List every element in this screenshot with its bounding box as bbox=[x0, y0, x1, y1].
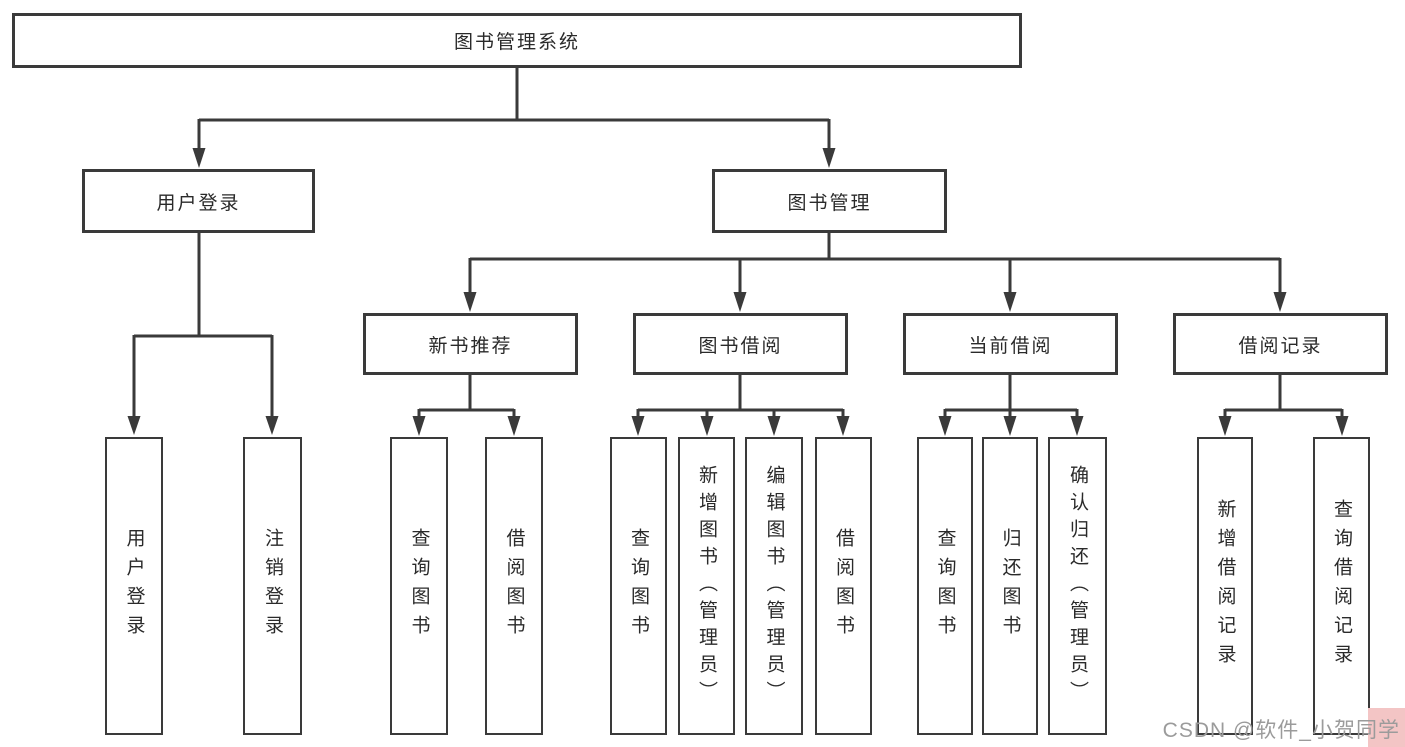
leaf-current-confirm-return-admin-label: 确认归还（管理员） bbox=[1067, 464, 1088, 708]
leaf-recommend-query-book: 查询图书 bbox=[390, 437, 448, 735]
leaf-records-add-record: 新增借阅记录 bbox=[1197, 437, 1253, 735]
leaf-current-return-book: 归还图书 bbox=[982, 437, 1038, 735]
node-book-borrow: 图书借阅 bbox=[633, 313, 848, 375]
leaf-records-query-record: 查询借阅记录 bbox=[1313, 437, 1370, 735]
node-book-borrow-label: 图书借阅 bbox=[698, 335, 783, 357]
watermark-highlight bbox=[1368, 708, 1405, 747]
leaf-borrow-query-book-label: 查询图书 bbox=[628, 528, 649, 644]
leaf-borrow-borrow-book-label: 借阅图书 bbox=[833, 528, 854, 644]
leaf-records-add-record-label: 新增借阅记录 bbox=[1214, 499, 1236, 673]
leaf-borrow-edit-book-admin: 编辑图书（管理员） bbox=[745, 437, 803, 735]
leaf-borrow-add-book-admin: 新增图书（管理员） bbox=[678, 437, 735, 735]
leaf-borrow-edit-book-admin-label: 编辑图书（管理员） bbox=[763, 464, 785, 708]
leaf-recommend-borrow-book-label: 借阅图书 bbox=[503, 528, 525, 644]
leaf-current-query-book-label: 查询图书 bbox=[934, 528, 956, 644]
node-borrow-records: 借阅记录 bbox=[1173, 313, 1388, 375]
leaf-current-return-book-label: 归还图书 bbox=[999, 528, 1021, 644]
node-current-borrow-label: 当前借阅 bbox=[968, 335, 1053, 357]
leaf-user-login-label: 用户登录 bbox=[123, 528, 145, 644]
leaf-current-confirm-return-admin: 确认归还（管理员） bbox=[1048, 437, 1107, 735]
leaf-records-query-record-label: 查询借阅记录 bbox=[1331, 499, 1352, 673]
leaf-borrow-add-book-admin-label: 新增图书（管理员） bbox=[696, 464, 717, 708]
leaf-current-query-book: 查询图书 bbox=[917, 437, 973, 735]
node-borrow-records-label: 借阅记录 bbox=[1238, 335, 1323, 357]
node-root: 图书管理系统 bbox=[12, 13, 1022, 68]
leaf-user-login: 用户登录 bbox=[105, 437, 163, 735]
leaf-logout: 注销登录 bbox=[243, 437, 302, 735]
watermark-text: CSDN @软件_小贺同学 bbox=[1162, 719, 1400, 742]
leaf-recommend-query-book-label: 查询图书 bbox=[408, 528, 430, 644]
leaf-logout-label: 注销登录 bbox=[262, 528, 283, 644]
node-new-book-recommend-label: 新书推荐 bbox=[428, 335, 513, 357]
leaf-borrow-borrow-book: 借阅图书 bbox=[815, 437, 872, 735]
leaf-recommend-borrow-book: 借阅图书 bbox=[485, 437, 543, 735]
node-new-book-recommend: 新书推荐 bbox=[363, 313, 578, 375]
node-current-borrow: 当前借阅 bbox=[903, 313, 1118, 375]
node-book-management-label: 图书管理 bbox=[787, 192, 872, 214]
node-user-login: 用户登录 bbox=[82, 169, 315, 233]
node-user-login-label: 用户登录 bbox=[156, 192, 241, 214]
node-book-management: 图书管理 bbox=[712, 169, 947, 233]
leaf-borrow-query-book: 查询图书 bbox=[610, 437, 667, 735]
node-root-label: 图书管理系统 bbox=[453, 32, 580, 53]
